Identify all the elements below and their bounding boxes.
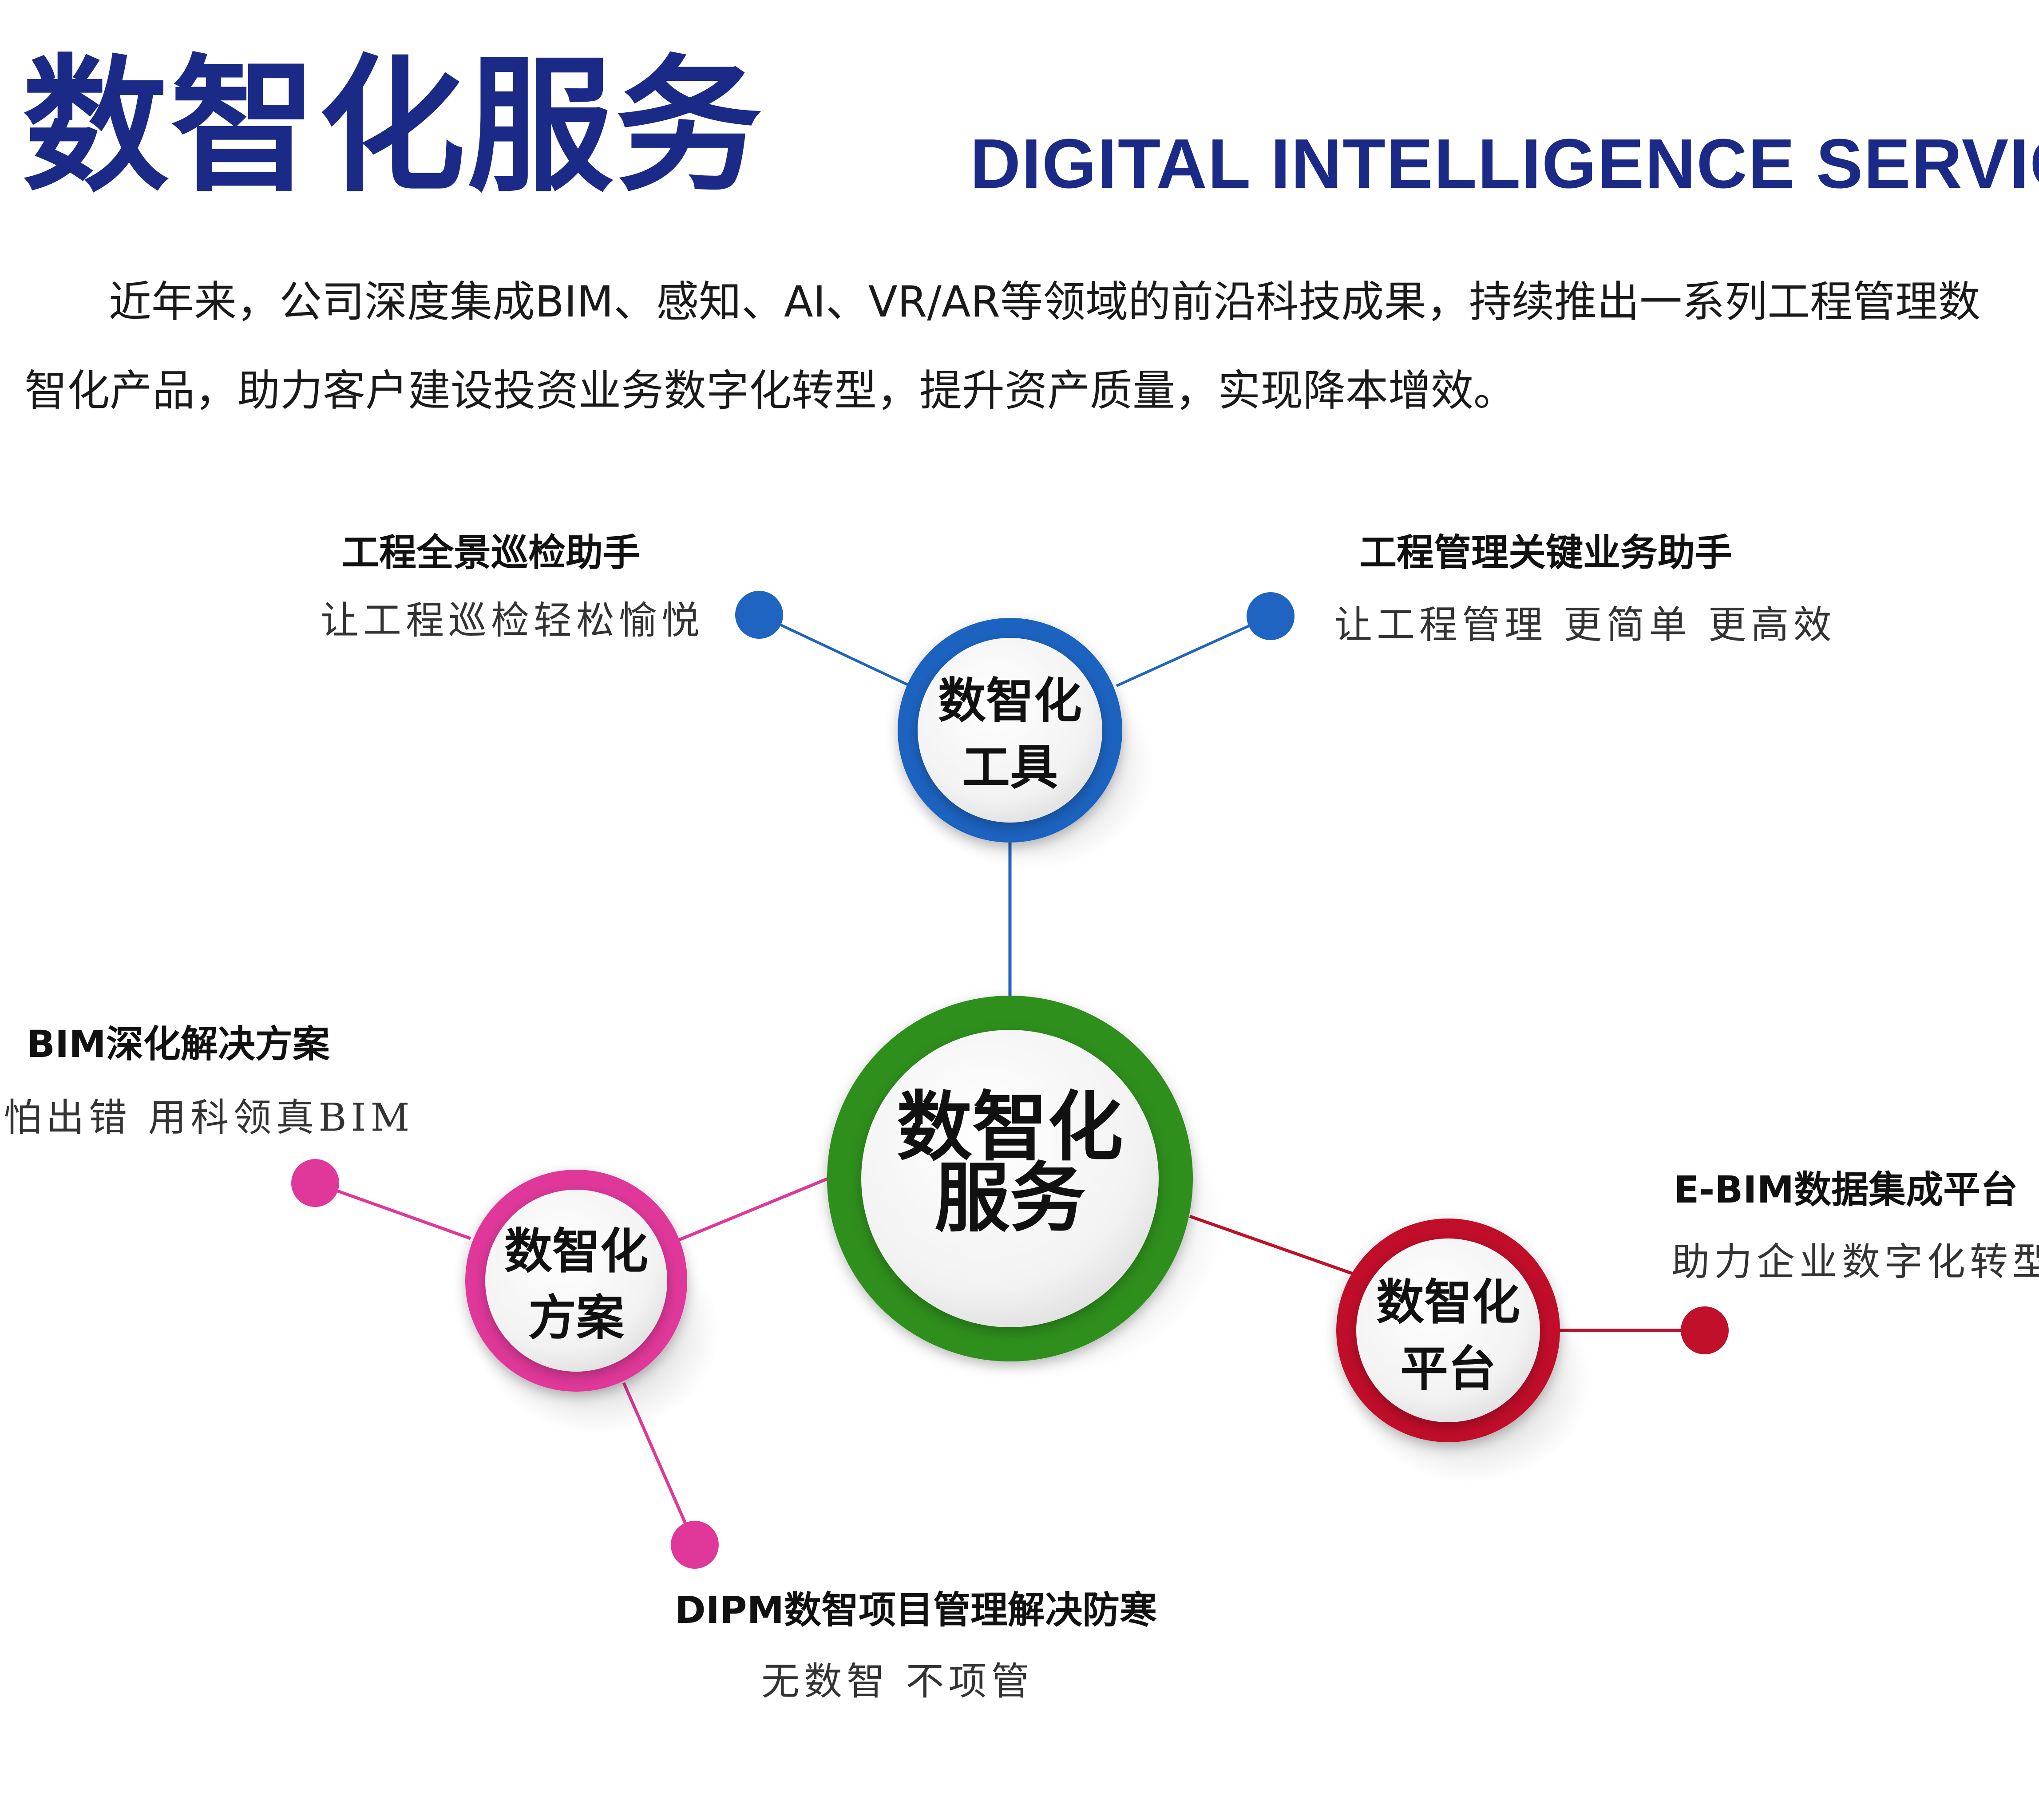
leaf-dots <box>291 591 1729 1569</box>
center-node-label: 数智化 服务 <box>877 1084 1143 1242</box>
leaf-subtitle-bim-deepening: 怕出错 用科领真BIM <box>4 1096 414 1140</box>
tools-node-label-line2: 工具 <box>962 740 1058 795</box>
leaf-title-panorama-inspection: 工程全景巡检助手 <box>342 531 641 574</box>
leaf-dot-dipm <box>671 1521 719 1569</box>
connector-solutions-leaf-top <box>314 1181 471 1240</box>
solutions-node-label-line1: 数智化 <box>504 1224 648 1279</box>
platform-node <box>1336 1219 1592 1483</box>
leaf-dot-key-business <box>1247 592 1295 640</box>
connector-tools-leaf-left <box>758 613 911 687</box>
connector-tools-leaf-right <box>1116 615 1271 687</box>
leaf-subtitle-ebim: 助力企业数字化转型 <box>1671 1240 2039 1284</box>
platform-node-label: 数智化 平台 <box>1359 1270 1537 1403</box>
solutions-node <box>465 1170 719 1434</box>
leaf-title-dipm: DIPM数智项目管理解决防寒 <box>675 1588 1157 1632</box>
page-title: 数智化服务 <box>22 41 764 212</box>
leaf-dot-panorama-inspection <box>735 591 783 639</box>
platform-node-label-line2: 平台 <box>1400 1341 1496 1397</box>
leaf-subtitle-key-business: 让工程管理 更简单 更高效 <box>1334 603 1836 647</box>
solutions-node-label: 数智化 方案 <box>487 1219 665 1352</box>
tools-node <box>898 618 1154 870</box>
page-title-english: DIGITAL INTELLIGENCE SERVICE <box>970 125 2039 203</box>
leaf-dot-bim-deepening <box>291 1159 339 1207</box>
tools-node-label-line1: 数智化 <box>938 673 1082 729</box>
intro-paragraph: 近年来，公司深度集成BIM、感知、AI、VR/AR等领域的前沿科技成果，持续推出… <box>24 277 1981 415</box>
leaf-dot-ebim <box>1681 1306 1729 1354</box>
leaf-title-ebim: E-BIM数据集成平台 <box>1674 1168 2018 1211</box>
leaf-title-bim-deepening: BIM深化解决方案 <box>27 1022 330 1066</box>
leaf-subtitle-panorama-inspection: 让工程巡检轻松愉悦 <box>321 598 704 643</box>
solutions-node-label-line2: 方案 <box>528 1290 624 1346</box>
center-node-label-line2: 服务 <box>934 1155 1085 1242</box>
center-node <box>827 996 1223 1378</box>
leaf-subtitle-dipm: 无数智 不项管 <box>761 1659 1034 1704</box>
center-node-label-line1: 数智化 <box>896 1084 1123 1171</box>
platform-node-label-line1: 数智化 <box>1376 1275 1520 1330</box>
tools-node-label: 数智化 工具 <box>921 668 1099 801</box>
connector-center-solutions <box>676 1177 829 1242</box>
leaf-title-key-business: 工程管理关键业务助手 <box>1359 531 1733 574</box>
